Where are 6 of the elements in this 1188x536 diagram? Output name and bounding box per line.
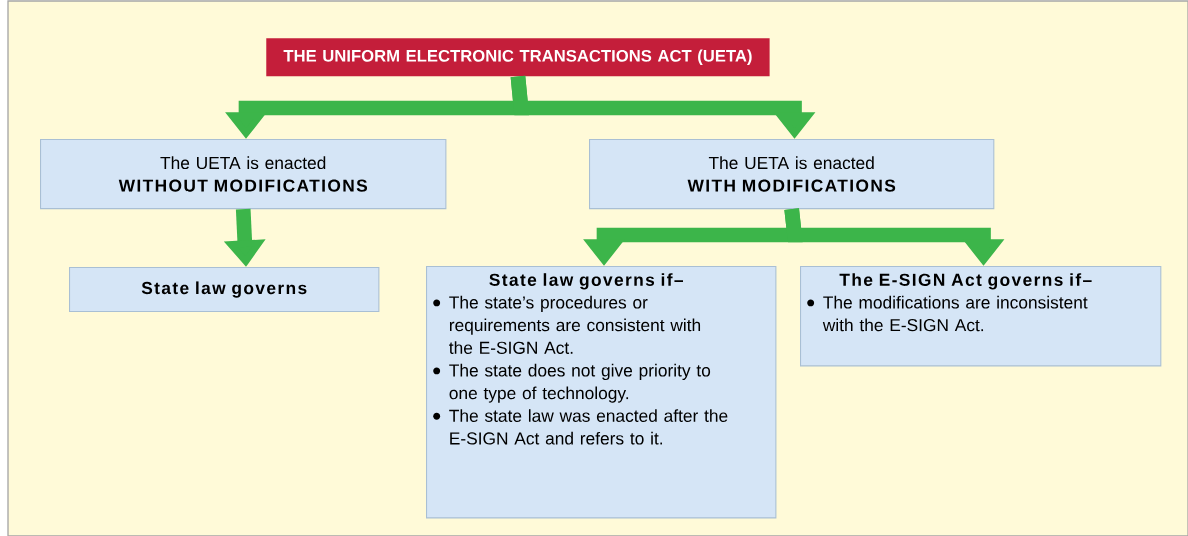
- process-box: The UETA is enacted WITH MODIFICATIONS: [589, 139, 995, 210]
- process-box: The UETA is enacted WITHOUT MODIFICATIONS: [40, 139, 447, 210]
- list-box: The E-SIGN Act governs if– The modifications are inconsistent with the E-SIGN Act.: [800, 266, 1162, 367]
- process-box: State law governs: [69, 267, 380, 313]
- title-box: THE UNIFORM ELECTRONIC TRANSACTIONS ACT (UETA): [266, 38, 770, 77]
- list-box: State law governs if– The state’s procedures or requirements are consistent with the E-SIGN Act. The state does not give priority to one type of technology. The state law was enacted after the E-SIGN Act and refers to it.: [426, 266, 777, 519]
